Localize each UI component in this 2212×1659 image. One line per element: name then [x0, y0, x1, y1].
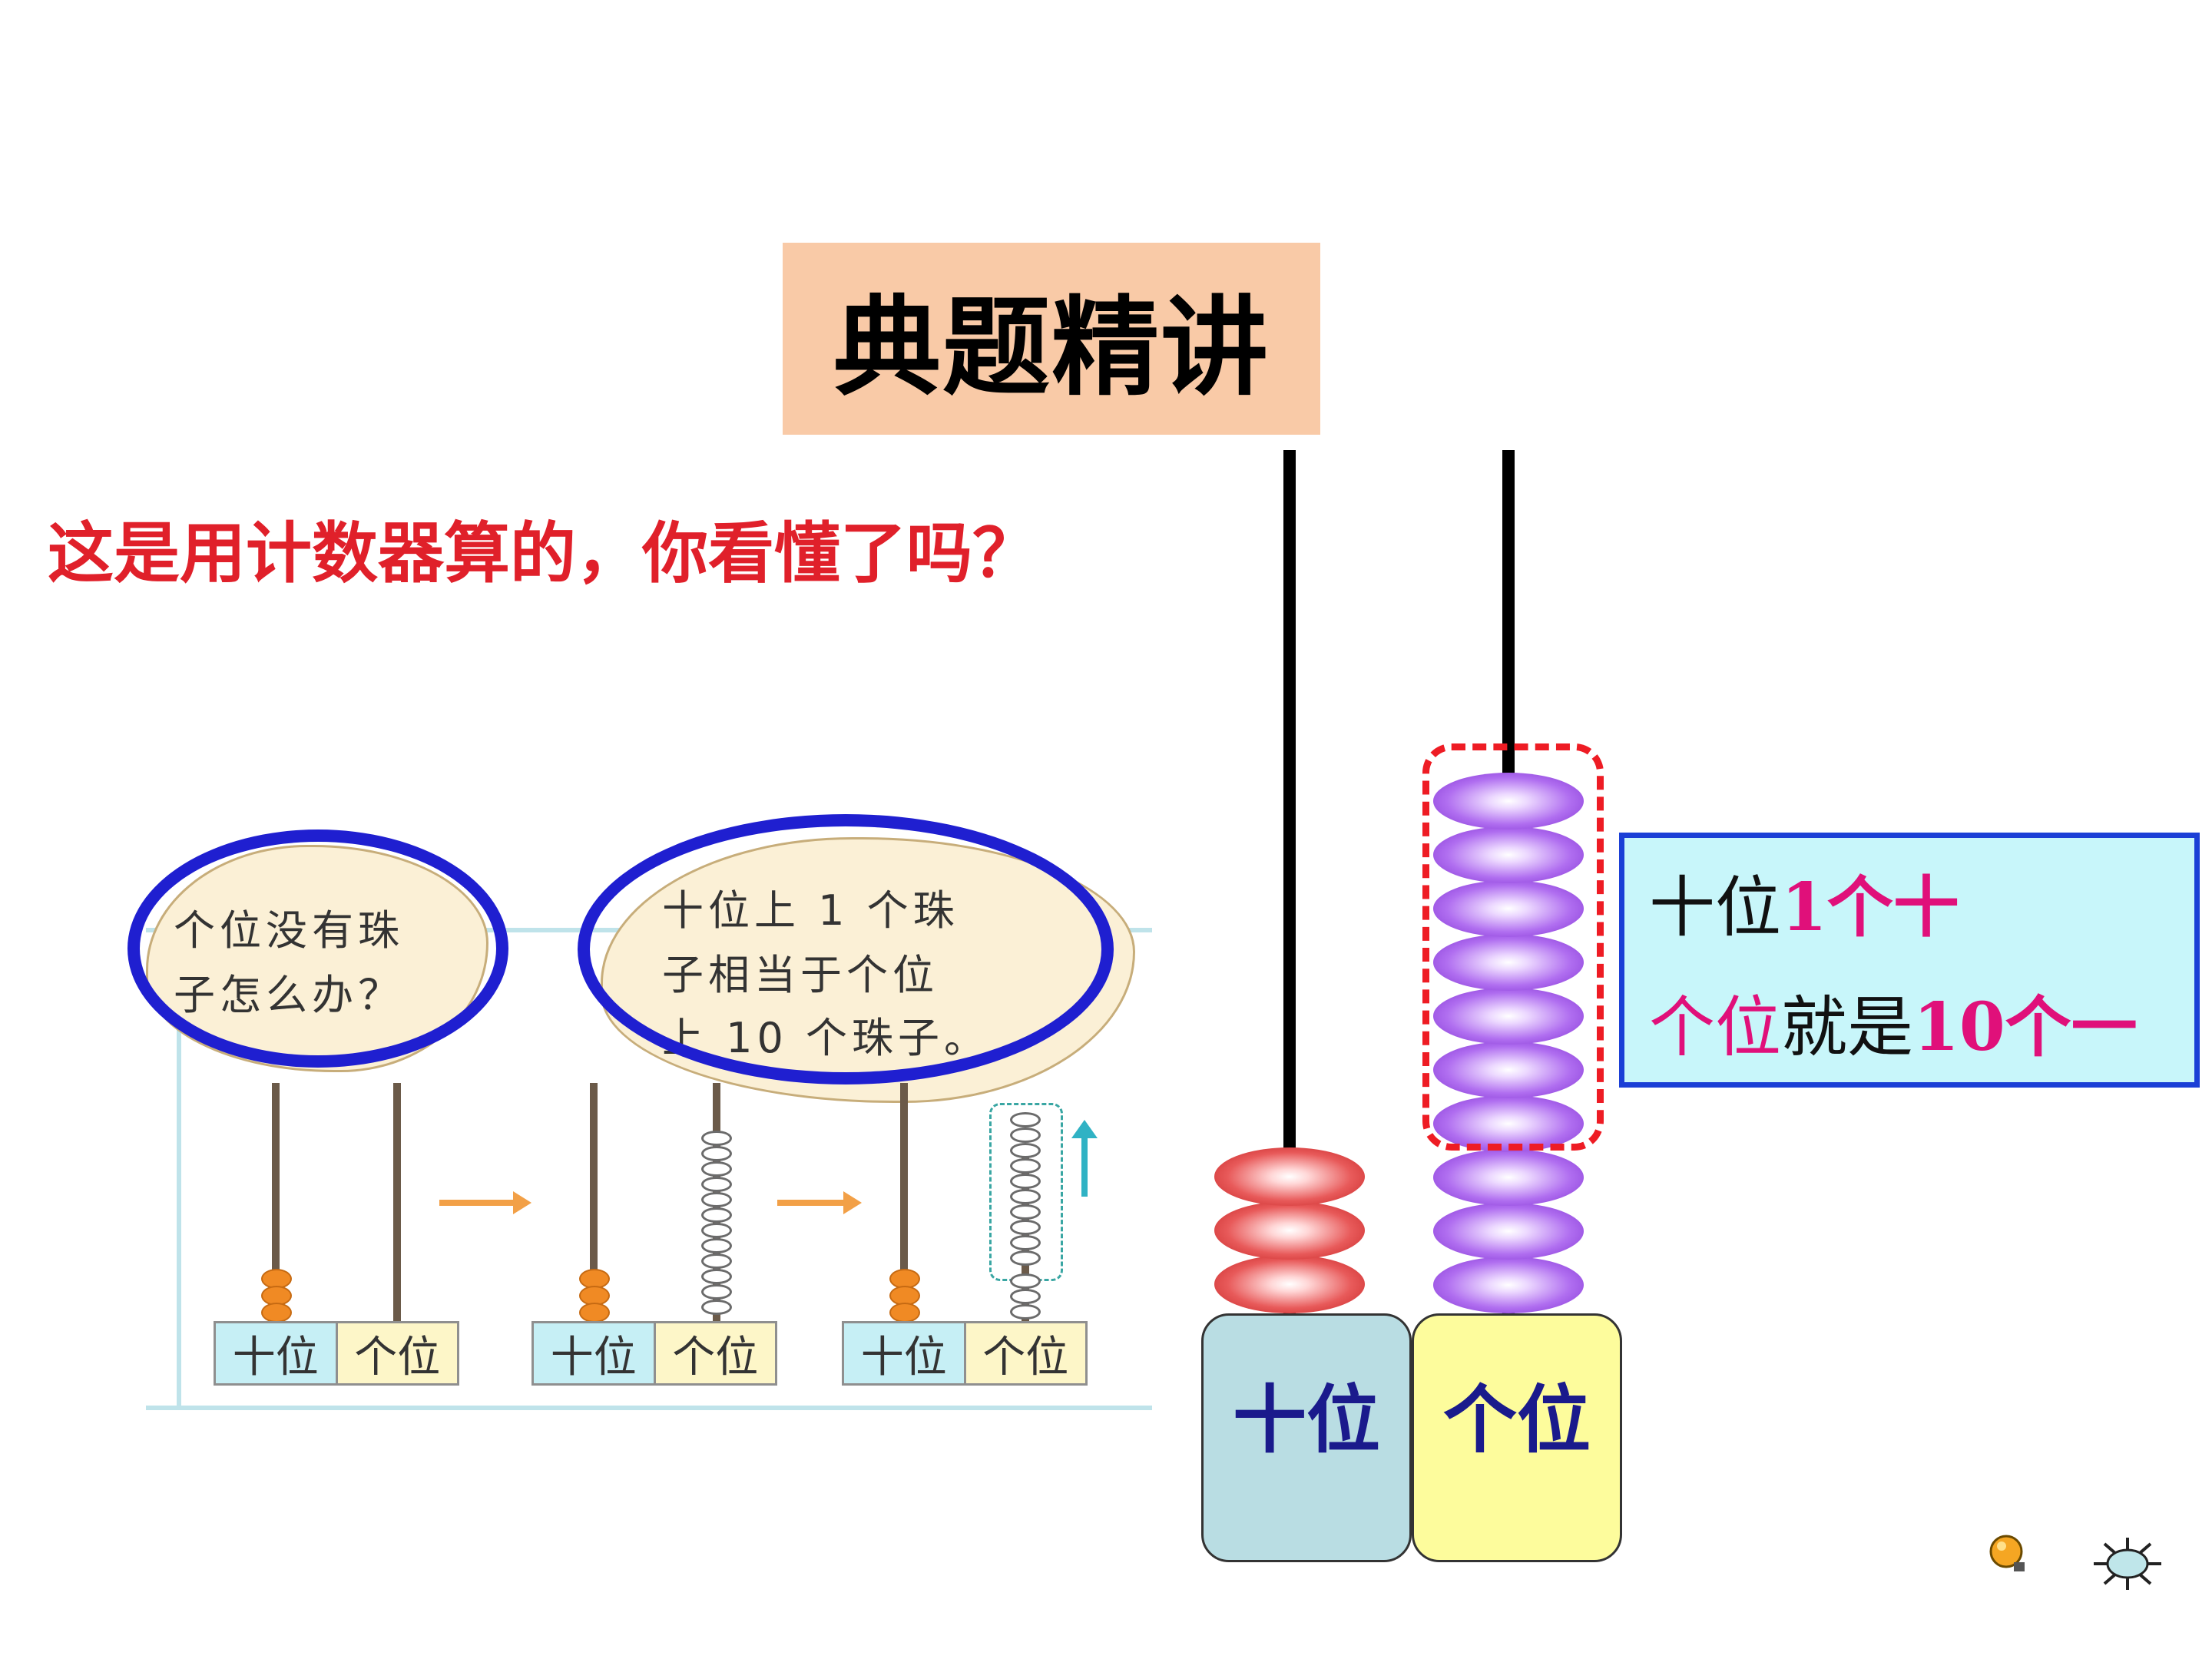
counter3-ones-rod	[1022, 1152, 1029, 1382]
ones-place-label: 个位	[1443, 1377, 1591, 1463]
frame-left-line	[177, 928, 181, 1406]
ones-bead	[1433, 1095, 1584, 1152]
textbook-illustration: 个位没有珠 子怎么办？ 十位上 1 个珠 子相当于个位 上 10 个珠子。 十位…	[127, 814, 1152, 1429]
tens-place-box: 十位	[1201, 1313, 1412, 1562]
tens-rod	[1283, 450, 1296, 1315]
tens-bead	[1214, 1255, 1365, 1313]
white-bead	[1010, 1174, 1041, 1189]
explanation-line-2: 个位就是10个一	[1649, 973, 2137, 1069]
title-banner: 典题精讲	[783, 243, 1320, 435]
counter2-ones-label: 个位	[655, 1323, 775, 1383]
explanation-ones: 个位	[1649, 989, 1781, 1066]
tens-place-label: 十位	[1233, 1377, 1380, 1463]
explanation-one-ten: 1个十	[1781, 869, 1959, 946]
white-bead	[701, 1253, 732, 1269]
counter2-tens-rod	[590, 1083, 598, 1382]
counter3-tens-label: 十位	[844, 1323, 966, 1383]
ones-bead	[1433, 988, 1584, 1045]
ten-beads-group-highlight	[1422, 743, 1604, 1151]
counter1-place-box: 十位 个位	[214, 1321, 459, 1386]
explanation-box: 十位1个十 个位就是10个一	[1619, 833, 2200, 1088]
ones-bead	[1433, 773, 1584, 830]
page-title: 典题精讲	[833, 285, 1270, 411]
up-arrow	[1071, 1120, 1098, 1197]
white-bead	[1010, 1250, 1041, 1266]
counter1-tens-label: 十位	[216, 1323, 338, 1383]
white-bead	[701, 1238, 732, 1253]
white-bead	[1010, 1158, 1041, 1174]
counter2-place-box: 十位 个位	[531, 1321, 777, 1386]
ones-bead	[1433, 1041, 1584, 1098]
explanation-ten-ones: 10个一	[1913, 988, 2137, 1066]
counter2-tens-bead	[579, 1303, 610, 1323]
explanation-tens: 十位	[1649, 869, 1781, 946]
ones-bead	[1433, 880, 1584, 937]
white-bead	[1010, 1289, 1041, 1304]
white-bead	[701, 1300, 732, 1315]
counter1-ones-label: 个位	[337, 1323, 457, 1383]
frame-bottom-line	[146, 1406, 1152, 1410]
ones-bead	[1433, 1203, 1584, 1260]
right-arrow-1	[439, 1191, 531, 1214]
ones-place-box: 个位	[1412, 1313, 1622, 1562]
white-bead	[1010, 1304, 1041, 1320]
white-bead	[701, 1269, 732, 1284]
counter1-tens-bead	[261, 1303, 292, 1323]
counter1-tens-rod	[272, 1083, 280, 1382]
highlight-ring-right	[578, 814, 1114, 1084]
counter3-tens-bead	[889, 1303, 920, 1323]
white-bead	[1010, 1143, 1041, 1158]
ones-bead	[1433, 1149, 1584, 1206]
white-bead	[1010, 1189, 1041, 1204]
counter1-ones-rod	[393, 1083, 401, 1382]
white-bead	[701, 1284, 732, 1300]
tens-bead	[1214, 1201, 1365, 1260]
white-bead	[1010, 1273, 1041, 1289]
white-bead	[701, 1131, 732, 1146]
counter3-ones-label: 个位	[965, 1323, 1085, 1383]
right-arrow-2	[777, 1191, 862, 1214]
ones-bead	[1433, 826, 1584, 883]
counter3-place-box: 十位 个位	[842, 1321, 1088, 1386]
bulb-icon[interactable]	[1988, 1533, 2031, 1576]
counter2-tens-bead	[579, 1286, 610, 1306]
white-bead	[701, 1161, 732, 1177]
white-bead	[701, 1223, 732, 1238]
explanation-is: 就是	[1781, 989, 1913, 1066]
tens-bead	[1214, 1147, 1365, 1206]
question-text: 这是用计数器算的，你看懂了吗？	[48, 515, 1038, 592]
explanation-line-1: 十位1个十	[1649, 853, 1959, 949]
ones-bead	[1433, 934, 1584, 991]
white-bead	[1010, 1220, 1041, 1235]
white-bead	[701, 1207, 732, 1223]
white-bead	[701, 1146, 732, 1161]
highlight-ring-left	[127, 830, 508, 1068]
ones-bead	[1433, 1257, 1584, 1313]
white-bead	[1010, 1235, 1041, 1250]
counter2-tens-label: 十位	[534, 1323, 656, 1383]
white-bead	[1010, 1128, 1041, 1143]
white-bead	[1010, 1112, 1041, 1128]
white-bead	[1010, 1204, 1041, 1220]
counter3-tens-rod	[900, 1083, 908, 1382]
white-bead	[701, 1192, 732, 1207]
sun-icon[interactable]	[2089, 1535, 2166, 1593]
white-bead	[701, 1177, 732, 1192]
